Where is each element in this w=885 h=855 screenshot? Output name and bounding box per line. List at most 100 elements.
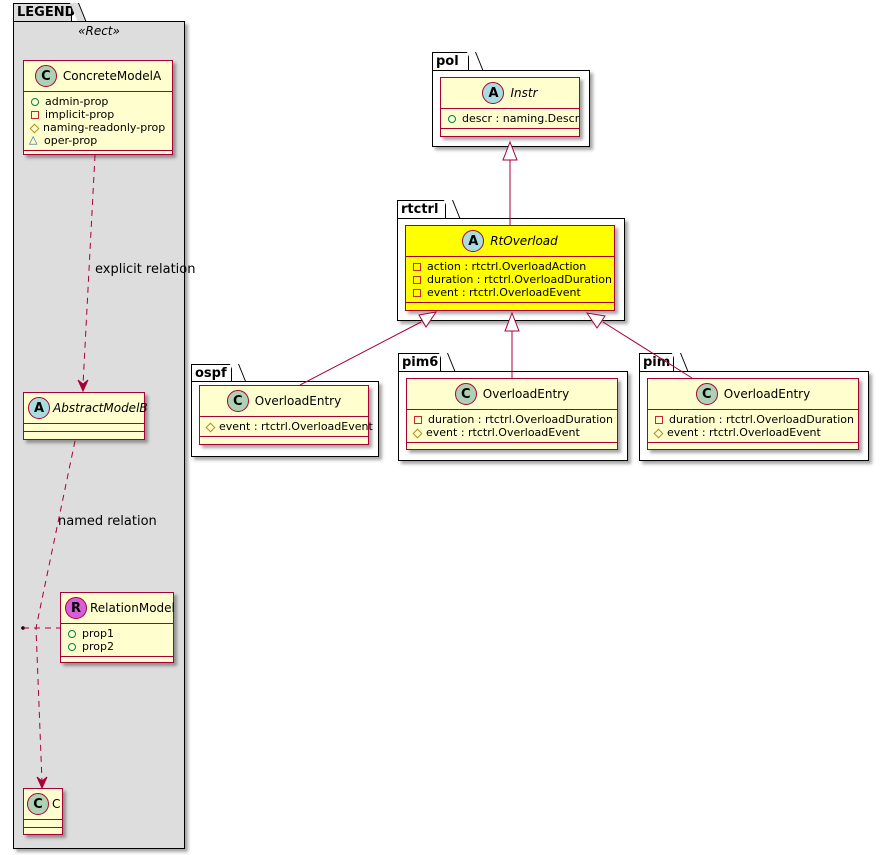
attribute-text: implicit-prop [45,108,115,121]
class-pim6-overload-entry[interactable]: C OverloadEntry duration : rtctrl.Overlo… [406,378,618,450]
pim6-package-tab: pim6 [398,353,441,371]
attribute-text: prop2 [82,640,114,653]
attribute-row: event : rtctrl.OverloadEvent [412,286,608,299]
legend-package-tab: LEGEND [13,3,76,21]
explicit-relation-label: explicit relation [95,262,196,277]
class-c-icon: C [27,793,49,815]
class-c-icon: C [226,390,249,412]
package-visibility-icon [29,133,39,146]
class-header: C OverloadEntry [407,379,617,410]
attribute-text: oper-prop [44,134,98,147]
attribute-list: event : rtctrl.OverloadEvent [200,417,373,437]
class-instr[interactable]: A Instr descr : naming.Descr [440,77,580,137]
class-abstract-model-b[interactable]: A AbstractModelB [23,392,148,440]
class-name: AbstractModelB [53,401,148,415]
attribute-row: implicit-prop [30,108,166,121]
class-header: C OverloadEntry [200,386,368,417]
class-rt-overload[interactable]: A RtOverload action : rtctrl.OverloadAct… [405,225,615,311]
attribute-text: prop1 [82,627,114,640]
method-list [24,151,172,159]
abstract-a-icon: A [482,82,505,104]
class-header: A Instr [441,78,579,109]
package-label: pim [643,355,671,370]
protected-visibility-icon [206,423,214,431]
attribute-row: naming-readonly-prop [30,121,166,134]
attribute-list: prop1 prop2 [61,624,173,657]
class-c-icon: C [454,383,477,405]
class-c-icon: C [34,65,57,87]
public-visibility-icon [68,629,76,638]
pol-package-tab: pol [432,52,469,70]
method-list [200,437,368,445]
attribute-list: action : rtctrl.OverloadAction duration … [406,257,614,303]
attribute-text: admin-prop [45,95,109,108]
attribute-row: duration : rtctrl.OverloadDuration [413,413,614,426]
class-ospf-overload-entry[interactable]: C OverloadEntry event : rtctrl.OverloadE… [199,385,373,445]
class-header: A RtOverload [406,226,614,257]
class-name: OverloadEntry [482,387,570,401]
method-list [406,303,614,311]
class-c[interactable]: C C [23,788,63,835]
private-visibility-icon [414,415,422,424]
class-relation-model[interactable]: R RelationModel prop1 prop2 [60,592,175,665]
attribute-text: descr : naming.Descr [462,112,580,125]
attribute-row: event : rtctrl.OverloadEvent [654,426,852,439]
class-c-icon: C [695,383,718,405]
attribute-row: event : rtctrl.OverloadEvent [206,420,373,433]
attribute-text: duration : rtctrl.OverloadDuration [669,413,855,426]
attribute-list: admin-prop implicit-prop naming-readonly… [24,92,172,151]
attribute-row: event : rtctrl.OverloadEvent [413,426,611,439]
ospf-package-tab: ospf [191,364,232,382]
legend-package-label: LEGEND [17,5,76,20]
attribute-list: duration : rtctrl.OverloadDuration event… [648,410,858,443]
attribute-row: oper-prop [29,133,166,148]
class-name: OverloadEntry [723,387,811,401]
class-header: R RelationModel [61,593,175,624]
method-list [407,443,617,451]
legend-stereotype: «Rect» [78,24,120,38]
private-visibility-icon [413,262,421,271]
method-list [648,443,858,451]
attribute-text: event : rtctrl.OverloadEvent [426,426,580,439]
class-pim-overload-entry[interactable]: C OverloadEntry duration : rtctrl.Overlo… [647,378,859,450]
private-visibility-icon [413,275,421,284]
attribute-list [24,820,62,828]
class-header: C ConcreteModelA [24,61,172,92]
attribute-row: admin-prop [30,95,166,108]
attribute-text: duration : rtctrl.OverloadDuration [428,413,614,426]
method-list [24,828,62,836]
class-name: C [52,797,61,811]
attribute-list: duration : rtctrl.OverloadDuration event… [407,410,617,443]
protected-visibility-icon [413,429,421,437]
attribute-text: event : rtctrl.OverloadEvent [219,420,373,433]
class-name: Instr [510,86,538,100]
attribute-row: prop2 [67,640,167,653]
attribute-text: event : rtctrl.OverloadEvent [667,426,821,439]
named-relation-label: named relation [58,514,157,529]
abstract-a-icon: A [462,230,485,252]
attribute-text: event : rtctrl.OverloadEvent [427,286,581,299]
class-name: RelationModel [90,601,175,615]
private-visibility-icon [413,288,421,297]
method-list [24,432,144,440]
class-name: RtOverload [490,234,558,248]
class-concrete-model-a[interactable]: C ConcreteModelA admin-prop implicit-pro… [23,60,173,155]
method-list [61,657,173,665]
package-label: rtctrl [401,202,439,217]
class-header: C C [24,789,62,820]
attribute-row: duration : rtctrl.OverloadDuration [654,413,855,426]
abstract-a-icon: A [28,397,50,419]
public-visibility-icon [31,97,39,106]
attribute-text: naming-readonly-prop [43,121,166,134]
public-visibility-icon [68,642,76,651]
attribute-list: descr : naming.Descr [441,109,579,129]
private-visibility-icon [655,415,663,424]
attribute-row: prop1 [67,627,167,640]
package-label: pim6 [402,355,439,370]
pim-package-tab: pim [639,353,674,371]
public-visibility-icon [448,114,456,123]
package-label: ospf [195,366,227,381]
attribute-row: descr : naming.Descr [447,112,579,125]
attribute-row: duration : rtctrl.OverloadDuration [412,273,612,286]
method-list [441,129,579,137]
